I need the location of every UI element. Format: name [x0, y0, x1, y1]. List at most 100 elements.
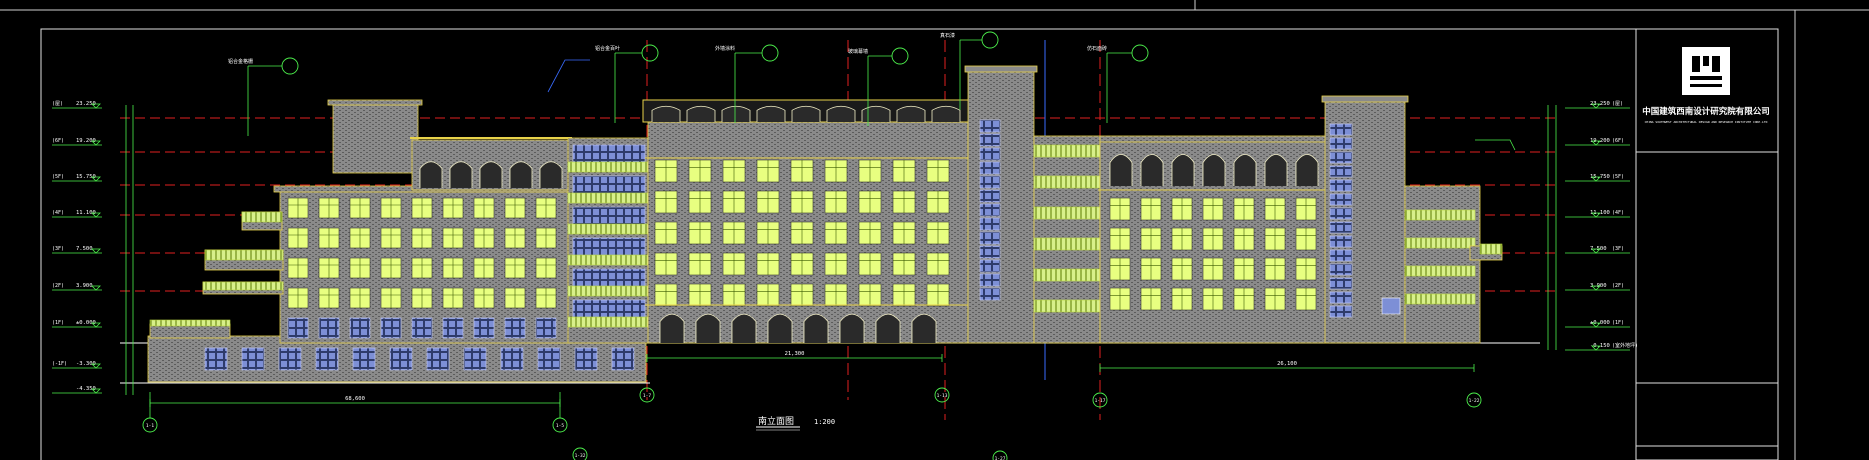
right-wing-cornice — [1099, 135, 1329, 143]
balcony-railing — [202, 281, 284, 291]
axis-bubble-label: 1-32 — [575, 453, 586, 459]
arched-window — [826, 105, 856, 122]
glass-window — [411, 317, 433, 339]
glass-window — [979, 203, 1001, 217]
arched-window — [1233, 154, 1257, 186]
level-label-left: 3.900 — [76, 283, 93, 289]
material-callouts: 铝合金格栅铝合金百叶外墙涂料玻璃幕墙真石漆仿石面砖 — [228, 31, 1516, 151]
level-tag-right: (3F) — [1612, 246, 1624, 252]
glass-window — [1329, 179, 1353, 192]
arched-window — [767, 313, 793, 343]
glass-window — [315, 347, 339, 371]
callout-text: 玻璃幕墙 — [848, 48, 868, 55]
level-label-left: 19.200 — [76, 138, 96, 144]
level-triangle — [1591, 248, 1601, 254]
level-tag-left: (5F) — [52, 174, 64, 180]
callout-bubble — [641, 44, 659, 62]
glass-window — [979, 231, 1001, 245]
glass-window — [1329, 221, 1353, 234]
dimension-text: 21,300 — [785, 351, 805, 357]
axis-bubble-label: 1-27 — [995, 456, 1006, 460]
level-tag-left: (1F) — [52, 320, 64, 326]
level-triangle — [1591, 345, 1601, 351]
axis-bubble — [1466, 392, 1482, 408]
glass-window — [1329, 305, 1353, 318]
arched-window — [1295, 154, 1319, 186]
glass-window — [473, 317, 495, 339]
glass-window — [287, 317, 309, 339]
level-tag-right: (4F) — [1612, 210, 1624, 216]
building-elevation — [147, 65, 1503, 383]
arched-window — [721, 105, 751, 122]
level-triangle — [1591, 285, 1601, 291]
axis-bubble-label: 1-17 — [1095, 398, 1106, 404]
balcony-railing — [241, 211, 283, 223]
glass-window — [278, 347, 302, 371]
balcony-railing — [1404, 237, 1476, 249]
callout-bubble — [281, 57, 299, 75]
dimension-text: 26,100 — [1277, 361, 1297, 367]
axis-bubble-label: 1-7 — [643, 393, 651, 399]
level-triangle — [91, 363, 101, 369]
glass-window — [426, 347, 450, 371]
balcony-railing — [1479, 243, 1503, 255]
glass-window — [442, 317, 464, 339]
balcony-railing — [1404, 265, 1476, 277]
balcony-railing — [1404, 209, 1476, 221]
callout-text: 仿石面砖 — [1087, 45, 1107, 52]
glass-window — [979, 189, 1001, 203]
balcony-railing — [567, 192, 651, 204]
company-name-cn: 中国建筑西南设计研究院有限公司 — [1642, 106, 1770, 117]
title-block: 中国建筑西南设计研究院有限公司 CHINA SOUTHWEST ARCHITEC… — [1635, 28, 1779, 460]
callout-bubble — [891, 47, 909, 65]
arched-window — [1264, 154, 1288, 186]
balcony-railing — [1033, 175, 1101, 189]
arched-window — [731, 313, 757, 343]
glass-window — [1329, 151, 1353, 164]
arched-window — [695, 313, 721, 343]
arched-window — [509, 161, 533, 188]
arched-window — [1171, 154, 1195, 186]
level-triangle — [1591, 103, 1601, 109]
callout-bubble — [981, 31, 999, 49]
stair-tower — [332, 102, 419, 174]
level-tag-left: (4F) — [52, 210, 64, 216]
axis-bubble-label: 1-13 — [937, 393, 948, 399]
glass-window — [349, 317, 371, 339]
glass-window — [572, 144, 646, 164]
level-triangle — [91, 322, 101, 328]
glass-window — [572, 237, 646, 257]
company-name-en: CHINA SOUTHWEST ARCHITECTURAL DESIGN AND… — [1645, 120, 1768, 124]
glass-window — [1329, 165, 1353, 178]
glass-window — [574, 347, 598, 371]
level-triangle — [91, 212, 101, 218]
glass-window — [979, 245, 1001, 259]
glass-window — [504, 317, 526, 339]
company-logo — [1682, 47, 1730, 95]
level-triangle — [1591, 140, 1601, 146]
glass-window — [537, 347, 561, 371]
balcony-railing — [204, 249, 284, 261]
level-triangle — [91, 248, 101, 254]
arched-window — [659, 313, 685, 343]
glass-window — [204, 347, 228, 371]
balcony-railing — [567, 285, 651, 297]
arched-window — [931, 105, 961, 122]
glass-window — [380, 317, 402, 339]
glass-window — [352, 347, 376, 371]
arched-window — [839, 313, 865, 343]
level-tag-left: (屋) — [52, 101, 63, 107]
level-tag-left: (-1F) — [52, 361, 67, 367]
level-tag-right: (5F) — [1612, 174, 1624, 180]
glass-window — [979, 119, 1001, 133]
glass-window — [1329, 207, 1353, 220]
glass-window — [1329, 249, 1353, 262]
glass-window — [979, 259, 1001, 273]
glass-window — [500, 347, 524, 371]
level-triangle — [91, 388, 101, 394]
drawing-title-text: 南立面图 — [758, 415, 794, 427]
axis-bubble-label: 1-5 — [556, 423, 564, 429]
callout-text: 铝合金格栅 — [228, 58, 253, 65]
level-tag-right: (2F) — [1612, 283, 1624, 289]
